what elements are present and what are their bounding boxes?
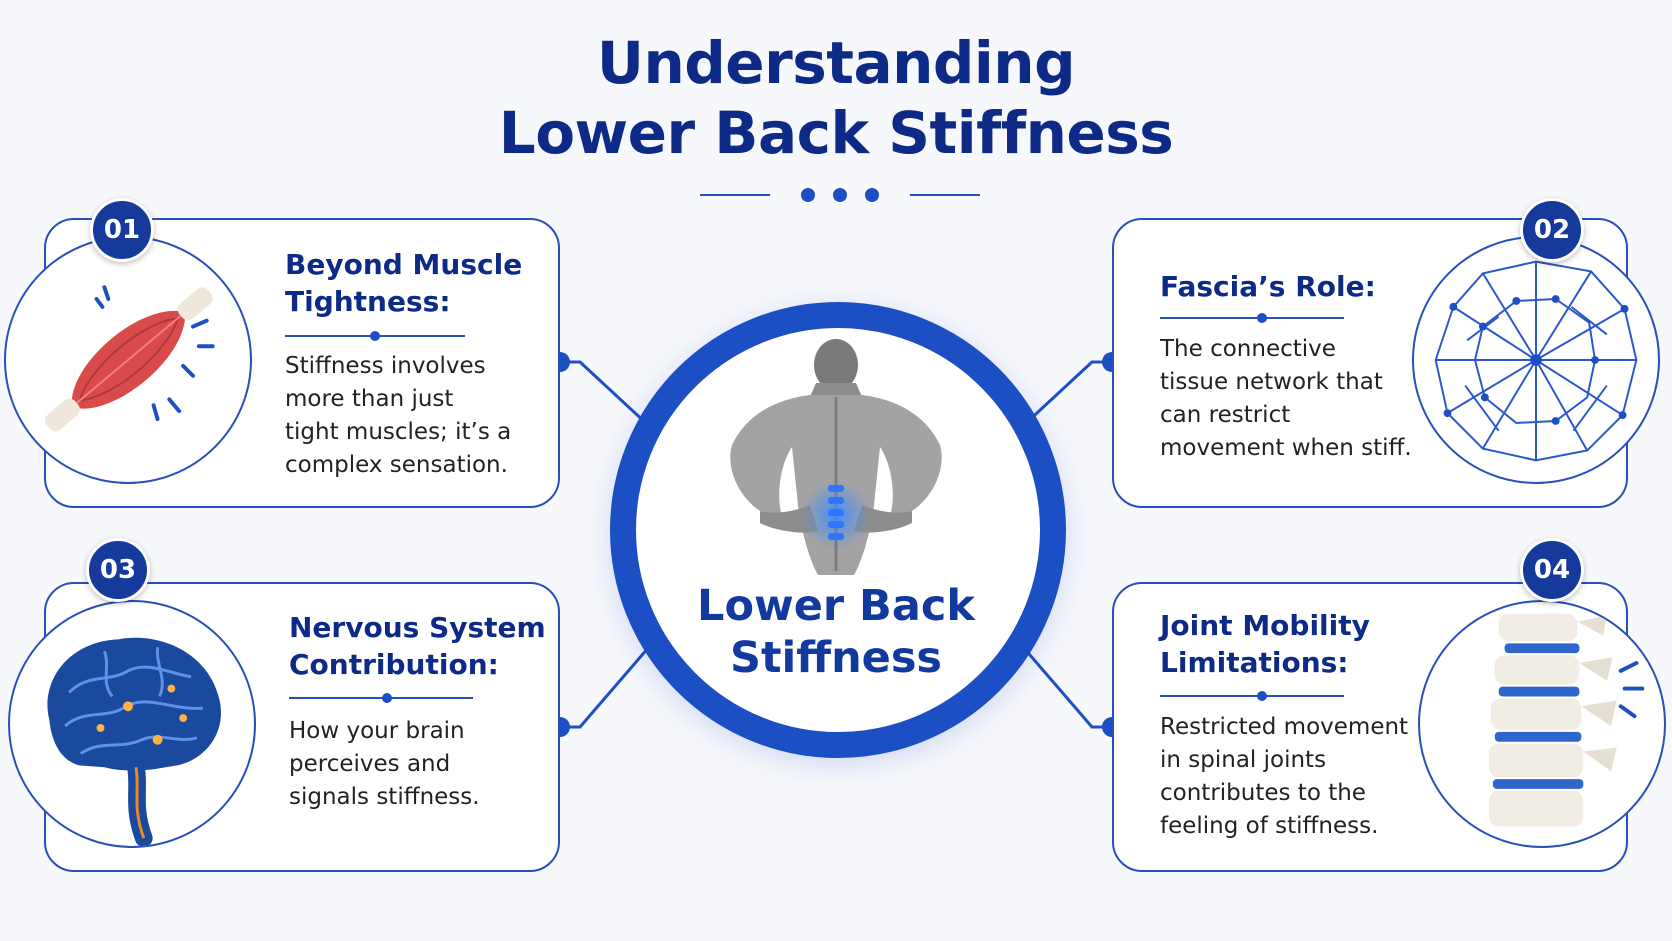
divider-dot xyxy=(865,188,879,202)
card-03-rule xyxy=(289,693,473,703)
page-title: Understanding Lower Back Stiffness xyxy=(0,28,1672,168)
divider-dot xyxy=(833,188,847,202)
badge-01: 01 xyxy=(90,198,154,262)
card-01-heading: Beyond Muscle Tightness: xyxy=(285,248,523,318)
divider-dot xyxy=(801,188,815,202)
badge-04: 04 xyxy=(1520,538,1584,602)
card-02-rule xyxy=(1160,313,1344,323)
card-02-body: The connective tissue network that can r… xyxy=(1160,336,1412,461)
card-02-heading: Fascia’s Role: xyxy=(1160,270,1376,303)
card-03-heading: Nervous System Contribution: xyxy=(289,611,546,681)
title-divider xyxy=(700,188,980,202)
connector-01 xyxy=(560,360,650,427)
card-01-rule xyxy=(285,331,465,341)
card-04-rule xyxy=(1160,691,1344,701)
card-01-body: Stiffness involves more than just tight … xyxy=(285,353,512,478)
brain-icon xyxy=(8,600,256,848)
badge-02: 02 xyxy=(1520,198,1584,262)
back-figure-illustration xyxy=(730,339,942,575)
title-line-2: Lower Back Stiffness xyxy=(498,99,1174,167)
spine-icon xyxy=(1418,600,1666,848)
fascia-network-icon xyxy=(1412,236,1660,484)
badge-03: 03 xyxy=(86,538,150,602)
card-04-heading: Joint Mobility Limitations: xyxy=(1160,609,1370,679)
card-04-body: Restricted movement in spinal joints con… xyxy=(1160,714,1409,839)
center-label: Lower Back Stiffness xyxy=(697,581,975,683)
title-line-1: Understanding xyxy=(596,29,1076,97)
card-03-body: How your brain perceives and signals sti… xyxy=(289,718,480,810)
connector-02 xyxy=(1022,360,1112,427)
muscle-icon xyxy=(4,236,252,484)
